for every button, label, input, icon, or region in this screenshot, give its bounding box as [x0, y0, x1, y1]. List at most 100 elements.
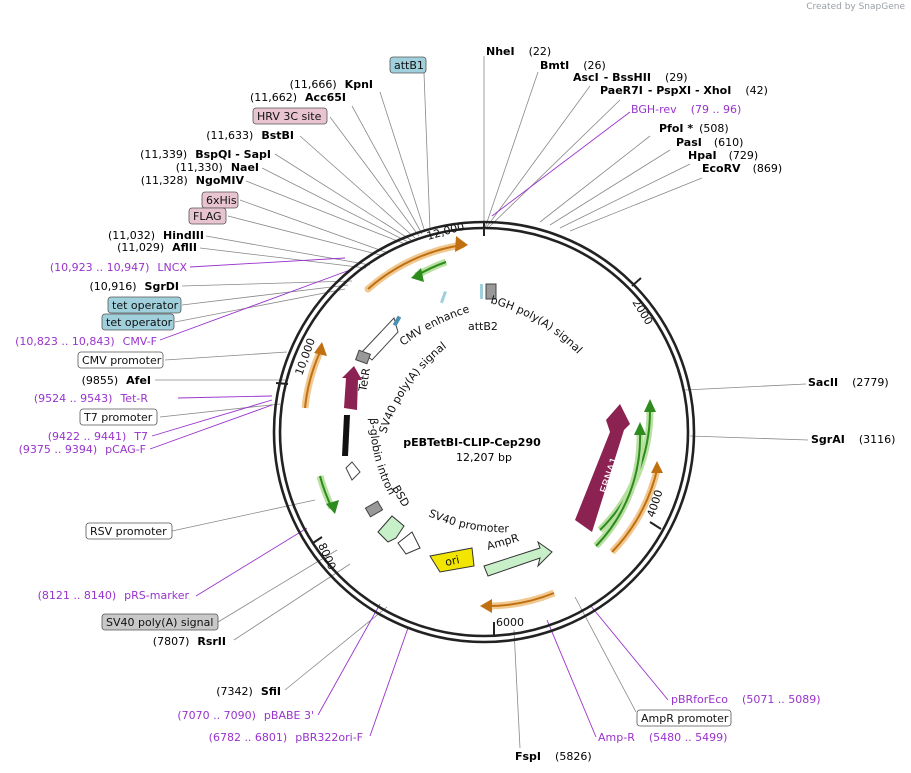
- enzyme-sacii[interactable]: SacII(2779): [808, 376, 889, 389]
- orf-arc-top-outer: [364, 241, 466, 293]
- attb1-box-label: attB1: [394, 59, 424, 72]
- enzyme-sgrai[interactable]: SgrAI(3116): [811, 433, 895, 446]
- tet-operator-box-2[interactable]: [101, 313, 175, 331]
- sv40-promoter-label: SV40 promoter: [427, 507, 510, 535]
- rsv-promoter-box-label: RSV promoter: [90, 525, 167, 538]
- enzyme-hindiii[interactable]: (11,032)HindIII: [108, 229, 204, 242]
- boxed-labels: attB1 HRV 3C site 6xHis FLAG tet operato…: [77, 56, 732, 727]
- enzyme-labels-right: NheI(22) BmtI(26) AscI- BssHII(29) PaeR7…: [486, 45, 895, 763]
- primer-prs-marker[interactable]: (8121 .. 8140)pRS-marker: [38, 589, 190, 602]
- orf-arc-top-inner-head: [411, 268, 424, 282]
- black-bar: [342, 415, 350, 456]
- enzyme-sgrdi[interactable]: (10,916)SgrDI: [89, 280, 179, 293]
- bsd-feature: [377, 515, 405, 543]
- his6-box-label: 6xHis: [206, 194, 237, 207]
- tetr-arrow: [342, 366, 362, 410]
- enzyme-aflii[interactable]: (11,029)AflII: [117, 241, 197, 254]
- ampr-arrow: [483, 540, 553, 577]
- bsd-label: BSD: [389, 483, 412, 509]
- orf-arc-bottom-head: [480, 599, 492, 613]
- enzyme-pfoi[interactable]: PfoI *(508): [659, 122, 729, 135]
- backbone-outer: [272, 220, 696, 644]
- ampr-promoter-box-label: AmpR promoter: [641, 712, 729, 725]
- enzyme-hpai[interactable]: HpaI(729): [688, 149, 758, 162]
- ori-label: ori: [444, 553, 461, 569]
- primer-pcag-f[interactable]: (9375 .. 9394)pCAG-F: [19, 443, 146, 456]
- bgh-polya-label: bGH poly(A) signal: [489, 293, 585, 356]
- flag-box[interactable]: [188, 207, 227, 225]
- cmv-promoter-box-label: CMV promoter: [82, 354, 162, 367]
- tetr-label: TetR: [356, 367, 373, 394]
- grey-box-2: [364, 500, 384, 518]
- primer-cmv-f[interactable]: (10,823 .. 10,843)CMV-F: [15, 335, 157, 348]
- orf-arc-top-outer-line: [367, 244, 463, 290]
- primer-bgh-rev[interactable]: BGH-rev(79 .. 96): [631, 103, 741, 116]
- flag-box-label: FLAG: [193, 210, 222, 223]
- orf-arc-right-3-line: [611, 469, 658, 553]
- tet-operator-box-1[interactable]: [107, 296, 182, 314]
- ruler-2000: 2000: [629, 297, 655, 328]
- enzyme-rsrii[interactable]: (7807)RsrII: [153, 635, 226, 648]
- enzyme-labels-left: (11,666)KpnI (11,662)Acc65I (11,633)BstB…: [82, 78, 373, 698]
- enzyme-fspi[interactable]: FspI(5826): [515, 750, 592, 763]
- enzyme-sfii[interactable]: (7342)SfiI: [216, 685, 281, 698]
- t7-promoter-box[interactable]: [79, 408, 158, 426]
- enzyme-asci[interactable]: AscI- BssHII(29): [573, 71, 688, 84]
- rsv-promoter-box[interactable]: [85, 522, 173, 540]
- ampr-promoter-box[interactable]: [636, 709, 732, 727]
- orf-arc-right-3-head: [651, 461, 663, 473]
- features: EBNA1: [342, 283, 630, 577]
- grey-box-1: [355, 349, 371, 365]
- enzyme-pasi[interactable]: PasI(610): [676, 136, 743, 149]
- ebna1-arrow: [575, 404, 630, 532]
- orf-arc-bottom-line: [487, 592, 555, 607]
- small-white-arrow: [345, 461, 361, 481]
- attb1-mark: [440, 291, 447, 304]
- ori-arrow: [429, 547, 475, 573]
- primer-pbr322ori-f[interactable]: (6782 .. 6801)pBR322ori-F: [209, 731, 363, 744]
- enzyme-nhei[interactable]: NheI(22): [486, 45, 551, 58]
- enzyme-kpni[interactable]: (11,666)KpnI: [290, 78, 373, 91]
- tet-operator-mark: [392, 315, 402, 327]
- enzyme-paer7i[interactable]: PaeR7I- PspXI - XhoI(42): [600, 84, 768, 97]
- primer-tet-r[interactable]: (9524 .. 9543)Tet-R: [34, 392, 148, 405]
- primer-t7[interactable]: (9422 .. 9441)T7: [48, 430, 148, 443]
- primer-lncx[interactable]: (10,923 .. 10,947)LNCX: [50, 261, 188, 274]
- watermark: Created by SnapGene: [806, 2, 905, 12]
- orf-arc-bottom: [487, 589, 556, 610]
- ruler-ticks: [275, 221, 662, 636]
- orf-arc-top-outer-head: [455, 236, 468, 252]
- enzyme-ecorv[interactable]: EcoRV(869): [702, 162, 782, 175]
- sv40-polya-inner-label: SV40 poly(A) signal: [376, 339, 448, 435]
- orf-arc-right-2-head: [634, 422, 646, 435]
- enzyme-bmti[interactable]: BmtI(26): [540, 59, 606, 72]
- tet-operator-box-1-label: tet operator: [112, 299, 179, 312]
- hrv3c-box[interactable]: [252, 107, 328, 125]
- orf-arc-left-head: [314, 342, 327, 356]
- enzyme-acc65i[interactable]: (11,662)Acc65I: [250, 91, 346, 104]
- enzyme-afei[interactable]: (9855)AfeI: [82, 374, 151, 387]
- enzyme-bspqi[interactable]: (11,339)BspQI - SapI: [140, 148, 271, 161]
- ruler-6000: 6000: [496, 616, 524, 629]
- orf-arc-right-1-head: [644, 399, 656, 412]
- leader-lines: [155, 56, 809, 749]
- tet-operator-box-2-label: tet operator: [106, 316, 173, 329]
- attb2-label: attB2: [468, 320, 498, 333]
- enzyme-naei[interactable]: (11,330)NaeI: [176, 161, 259, 174]
- attb2-mark: [480, 284, 483, 299]
- enzyme-bstbi[interactable]: (11,633)BstBI: [206, 129, 294, 142]
- ruler-8000: 8000: [315, 541, 338, 572]
- cmv-promoter-box[interactable]: [77, 351, 164, 369]
- primer-amp-r[interactable]: Amp-R(5480 .. 5499): [598, 731, 727, 744]
- sv40-polya-box[interactable]: [101, 613, 219, 631]
- primer-pbrforeco[interactable]: pBRforEco(5071 .. 5089): [671, 693, 821, 706]
- orf-arcs: [301, 236, 663, 613]
- t7-promoter-box-label: T7 promoter: [83, 411, 153, 424]
- plasmid-size: 12,207 bp: [456, 451, 512, 464]
- attb1-box[interactable]: [389, 56, 427, 74]
- primer-pbabe3[interactable]: (7070 .. 7090)pBABE 3': [177, 709, 314, 722]
- enzyme-ngomiv[interactable]: (11,328)NgoMIV: [141, 174, 245, 187]
- plasmid-name: pEBTetBI-CLIP-Cep290: [403, 436, 541, 449]
